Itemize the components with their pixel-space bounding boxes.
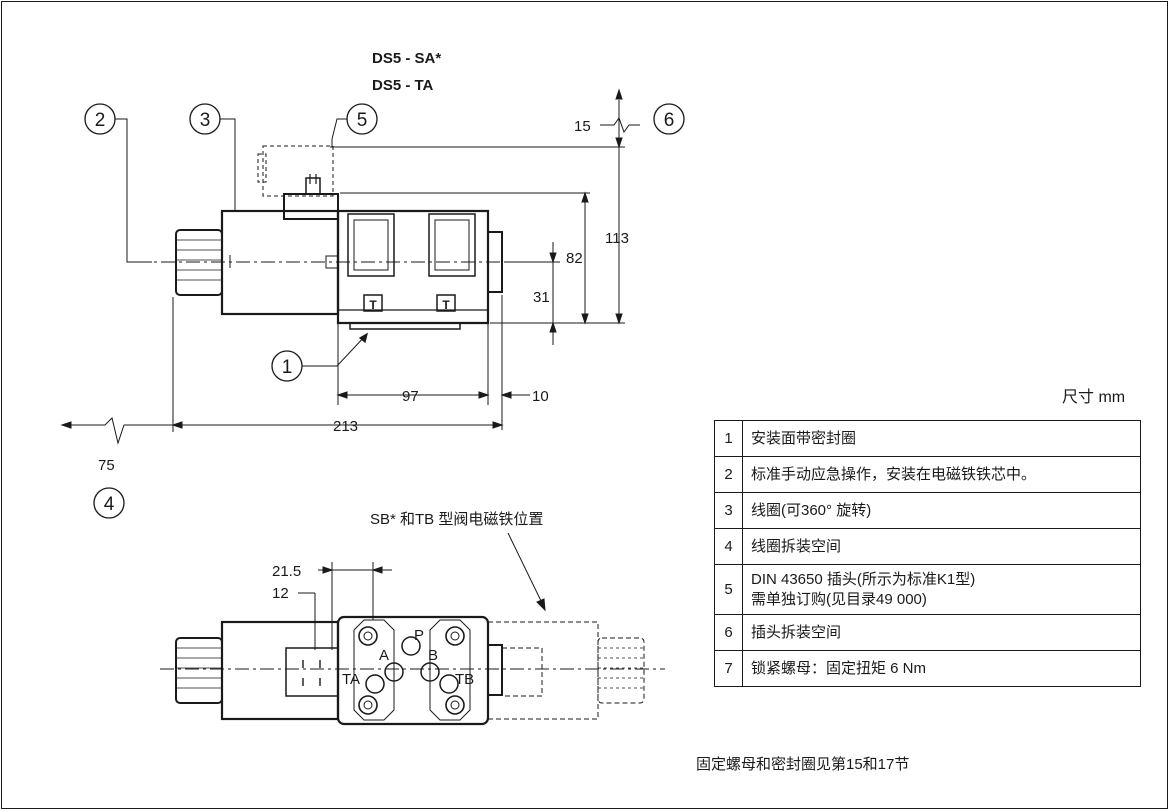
dim-10: 10 (532, 388, 549, 405)
legend-text: 标准手动应急操作，安装在电磁铁铁芯中。 (742, 456, 1141, 493)
legend-num: 3 (714, 492, 743, 529)
legend-text: 安装面带密封圈 (742, 420, 1141, 457)
model-title-2: DS5 - TA (372, 77, 434, 94)
legend-row: 1 安装面带密封圈 (714, 420, 1141, 457)
dim-21-5: 21.5 (272, 563, 301, 580)
t-symbol-left: T (369, 298, 377, 312)
port-tb: TB (455, 671, 474, 688)
bottom-view-caption: SB* 和TB 型阀电磁铁位置 (370, 511, 543, 528)
dim-12: 12 (272, 585, 289, 602)
bottom-dimensions (298, 562, 392, 650)
port-p: P (414, 627, 424, 644)
dim-82: 82 (566, 250, 583, 267)
dim-113: 113 (605, 230, 629, 247)
top-dimensions (60, 88, 640, 445)
dim-31: 31 (533, 289, 550, 306)
legend-line: DIN 43650 插头(所示为标准K1型) (751, 570, 976, 588)
legend-num: 5 (714, 564, 743, 615)
callout-6: 6 (664, 110, 675, 131)
legend-num: 6 (714, 614, 743, 651)
footnote: 固定螺母和密封圈见第15和17节 (696, 756, 910, 773)
legend-table: 1 安装面带密封圈 2 标准手动应急操作，安装在电磁铁铁芯中。 3 线圈(可36… (714, 420, 1141, 687)
legend-text: DIN 43650 插头(所示为标准K1型) 需单独订购(见目录49 000) (742, 564, 1141, 615)
top-view: T T (136, 145, 525, 330)
legend-num: 4 (714, 528, 743, 565)
callouts (84, 103, 685, 519)
legend-row: 6 插头拆装空间 (714, 614, 1141, 651)
legend-text: 线圈(可360° 旋转) (742, 492, 1141, 529)
dimension-labels: 15 113 82 31 97 10 213 75 (98, 118, 629, 474)
port-b: B (428, 647, 438, 664)
legend-row: 4 线圈拆装空间 (714, 528, 1141, 565)
dim-97: 97 (402, 388, 419, 405)
dim-213: 213 (333, 418, 358, 435)
port-labels: P A B TA TB (342, 627, 474, 688)
dim-15: 15 (574, 118, 591, 135)
callout-5: 5 (357, 110, 368, 131)
legend-text: 锁紧螺母：固定扭矩 6 Nm (742, 650, 1141, 687)
legend-text: 线圈拆装空间 (742, 528, 1141, 565)
callout-2: 2 (95, 110, 106, 131)
legend-num: 1 (714, 420, 743, 457)
legend-row: 7 锁紧螺母：固定扭矩 6 Nm (714, 650, 1141, 687)
t-symbol-right: T (442, 298, 450, 312)
port-a: A (379, 647, 389, 664)
legend-line: 需单独订购(见目录49 000) (751, 590, 927, 608)
legend-num: 2 (714, 456, 743, 493)
legend-row: 3 线圈(可360° 旋转) (714, 492, 1141, 529)
dim-75: 75 (98, 457, 115, 474)
legend-text: 插头拆装空间 (742, 614, 1141, 651)
legend-num: 7 (714, 650, 743, 687)
bottom-view (160, 615, 665, 726)
port-ta: TA (342, 671, 360, 688)
callout-1: 1 (282, 357, 293, 378)
callout-4: 4 (104, 494, 115, 515)
legend-row: 2 标准手动应急操作，安装在电磁铁铁芯中。 (714, 456, 1141, 493)
model-title-1: DS5 - SA* (372, 50, 441, 67)
legend-row: 5 DIN 43650 插头(所示为标准K1型) 需单独订购(见目录49 000… (714, 564, 1141, 615)
callout-3: 3 (200, 110, 211, 131)
unit-label: 尺寸 mm (1062, 389, 1126, 406)
